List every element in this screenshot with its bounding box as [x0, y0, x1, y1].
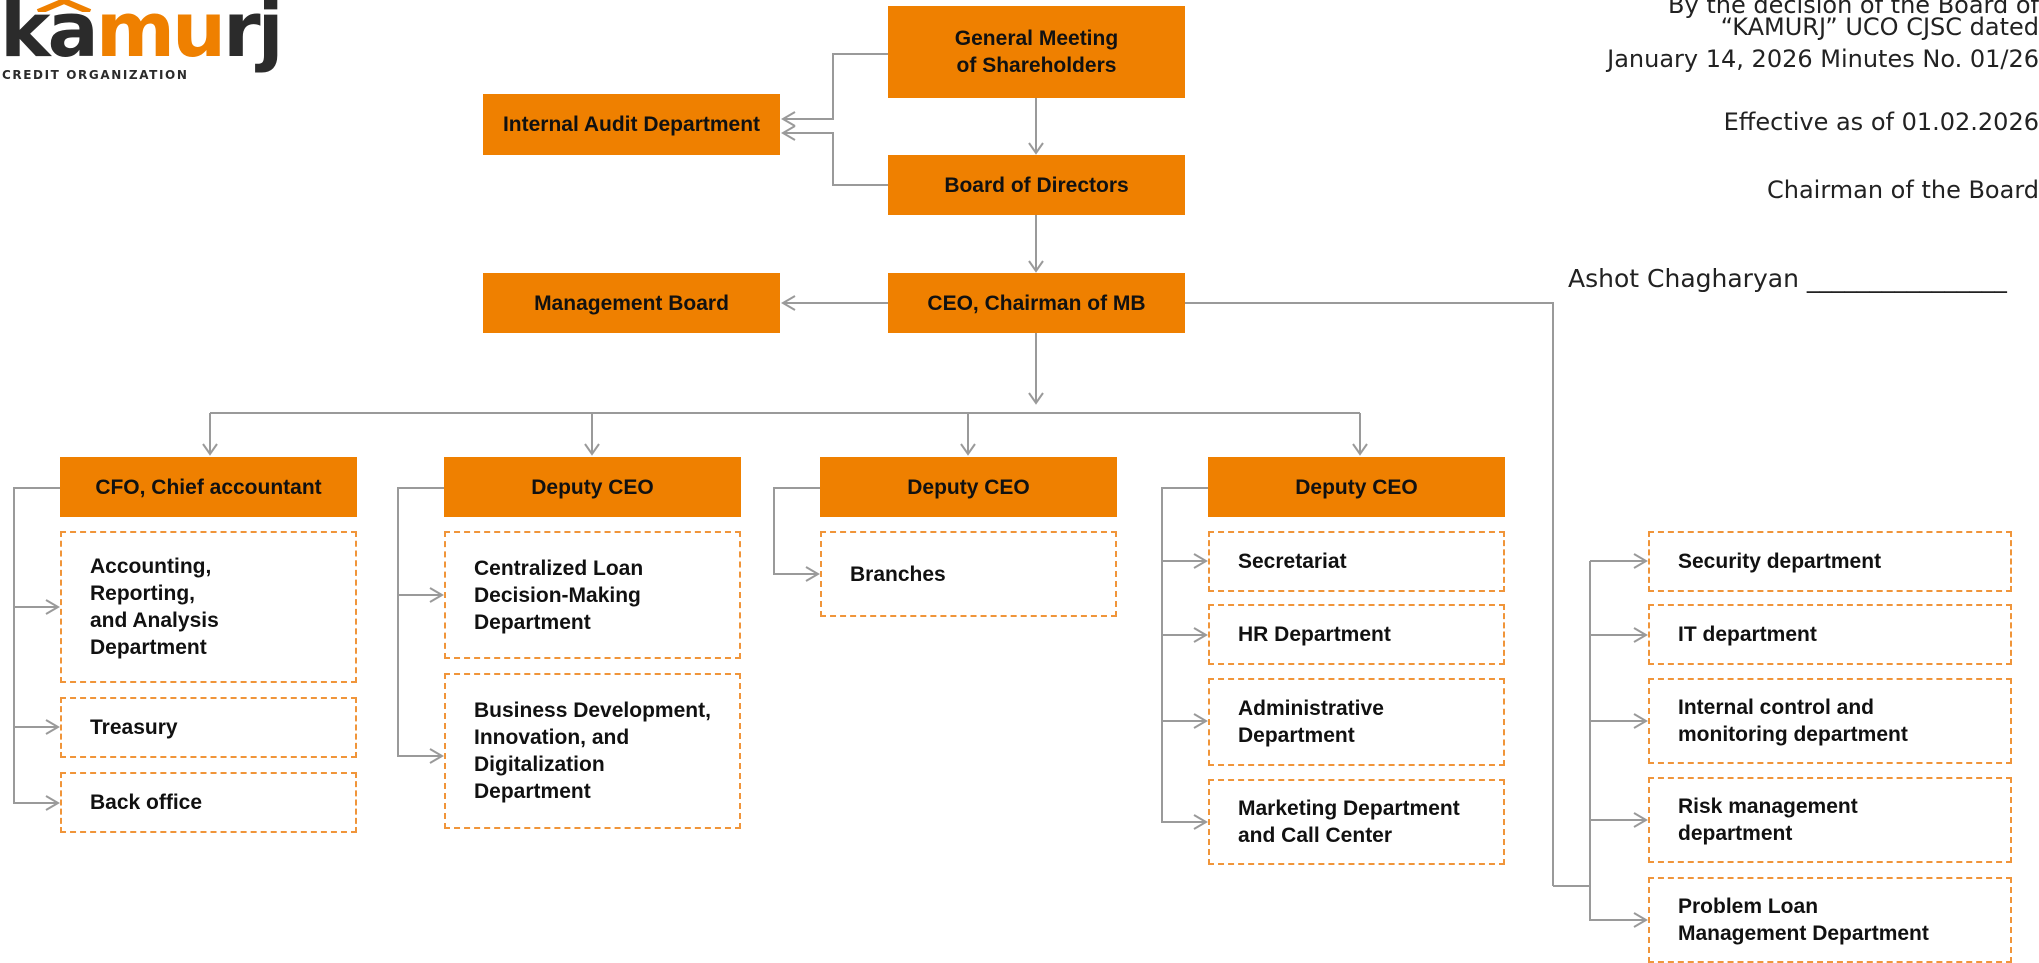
- deputy2-to-branches-connector: [773, 487, 820, 582]
- gms-to-board-connector: [1028, 98, 1044, 155]
- gms-to-audit-connector: [781, 53, 888, 127]
- deputy-ceo-1-box: Deputy CEO: [444, 457, 741, 517]
- cfo-spine-connector: [13, 487, 60, 804]
- administrative-department-box: Administrative Department: [1208, 678, 1505, 766]
- cfo-to-accounting-connector: [14, 599, 60, 615]
- ceo-right-connector: [1185, 302, 1554, 886]
- back-office-box: Back office: [60, 772, 357, 833]
- bus-to-deputy3-connector: [1352, 413, 1368, 456]
- accounting-department-label: Accounting, Reporting, and Analysis Depa…: [90, 555, 219, 659]
- cfo-to-backoffice-connector: [14, 795, 60, 811]
- to-security-connector: [1590, 553, 1648, 569]
- centralized-loan-department-label: Centralized Loan Decision-Making Departm…: [474, 556, 644, 634]
- management-board-box: Management Board: [483, 273, 780, 333]
- board-of-directors-box: Board of Directors: [888, 155, 1185, 215]
- chairman-label: Chairman of the Board: [1766, 176, 2039, 204]
- ceo-box: CEO, Chairman of MB: [888, 273, 1185, 333]
- logo-wordmark: kamurj: [0, 0, 284, 74]
- deputy3-to-admin-connector: [1162, 713, 1208, 729]
- centralized-loan-department-box: Centralized Loan Decision-Making Departm…: [444, 531, 741, 659]
- bus-to-cfo-connector: [202, 413, 218, 456]
- deputy1-spine-connector: [397, 487, 444, 757]
- deputy-ceo-3-box: Deputy CEO: [1208, 457, 1505, 517]
- signature-line: Ashot Chagharyan ________________: [1568, 264, 2007, 293]
- marketing-department-label: Marketing Department and Call Center: [1238, 797, 1460, 847]
- internal-control-department-label: Internal control and monitoring departme…: [1678, 696, 1908, 746]
- problem-loan-department-label: Problem Loan Management Department: [1678, 895, 1929, 945]
- it-department-box: IT department: [1648, 604, 2012, 665]
- logo-subtitle: CREDIT ORGANIZATION: [2, 68, 189, 82]
- internal-control-department-box: Internal control and monitoring departme…: [1648, 678, 2012, 764]
- hr-department-box: HR Department: [1208, 604, 1505, 665]
- ceo-to-management-board-connector: [781, 295, 888, 311]
- deputy1-to-business-connector: [398, 748, 444, 764]
- to-internal-control-connector: [1590, 713, 1648, 729]
- deputy-ceo-2-box: Deputy CEO: [820, 457, 1117, 517]
- bus-to-deputy1-connector: [584, 413, 600, 456]
- deputy3-spine-connector: [1161, 487, 1208, 823]
- problem-loan-department-box: Problem Loan Management Department: [1648, 877, 2012, 963]
- to-risk-connector: [1590, 812, 1648, 828]
- internal-audit-box: Internal Audit Department: [483, 94, 780, 155]
- treasury-box: Treasury: [60, 697, 357, 758]
- deputy3-to-hr-connector: [1162, 627, 1208, 643]
- deputy3-to-marketing-connector: [1162, 814, 1208, 830]
- security-department-box: Security department: [1648, 531, 2012, 592]
- board-to-ceo-connector: [1028, 215, 1044, 273]
- accounting-department-box: Accounting, Reporting, and Analysis Depa…: [60, 531, 357, 683]
- deputy1-to-loan-connector: [398, 587, 444, 603]
- to-problem-loan-connector: [1590, 912, 1648, 928]
- kamurj-logo: kamurj CREDIT ORGANIZATION: [0, 0, 284, 90]
- branches-box: Branches: [820, 531, 1117, 617]
- bus-to-deputy2-connector: [960, 413, 976, 456]
- risk-management-department-label: Risk management department: [1678, 795, 1858, 845]
- approval-line-3: January 14, 2026 Minutes No. 01/26: [1607, 45, 2039, 73]
- cfo-head-box: CFO, Chief accountant: [60, 457, 357, 517]
- general-meeting-box: General Meeting of Shareholders: [888, 6, 1185, 98]
- ceo-down-connector: [1028, 333, 1044, 405]
- deputy3-to-secretariat-connector: [1162, 553, 1208, 569]
- cfo-to-treasury-connector: [14, 719, 60, 735]
- administrative-department-label: Administrative Department: [1238, 697, 1384, 747]
- business-development-department-label: Business Development, Innovation, and Di…: [474, 699, 711, 803]
- effective-date: Effective as of 01.02.2026: [1723, 108, 2039, 136]
- marketing-department-box: Marketing Department and Call Center: [1208, 779, 1505, 865]
- general-meeting-label: General Meeting of Shareholders: [954, 27, 1119, 77]
- secretariat-box: Secretariat: [1208, 531, 1505, 592]
- logo-roof-mark: [36, 0, 92, 12]
- approval-line-2: “KAMURJ” UCO CJSC dated: [1720, 13, 2039, 41]
- board-to-audit-connector: [781, 125, 888, 186]
- risk-management-department-box: Risk management department: [1648, 777, 2012, 863]
- approval-line-1: By the decision of the Board of: [1668, 0, 2039, 19]
- business-development-department-box: Business Development, Innovation, and Di…: [444, 673, 741, 829]
- to-it-connector: [1590, 627, 1648, 643]
